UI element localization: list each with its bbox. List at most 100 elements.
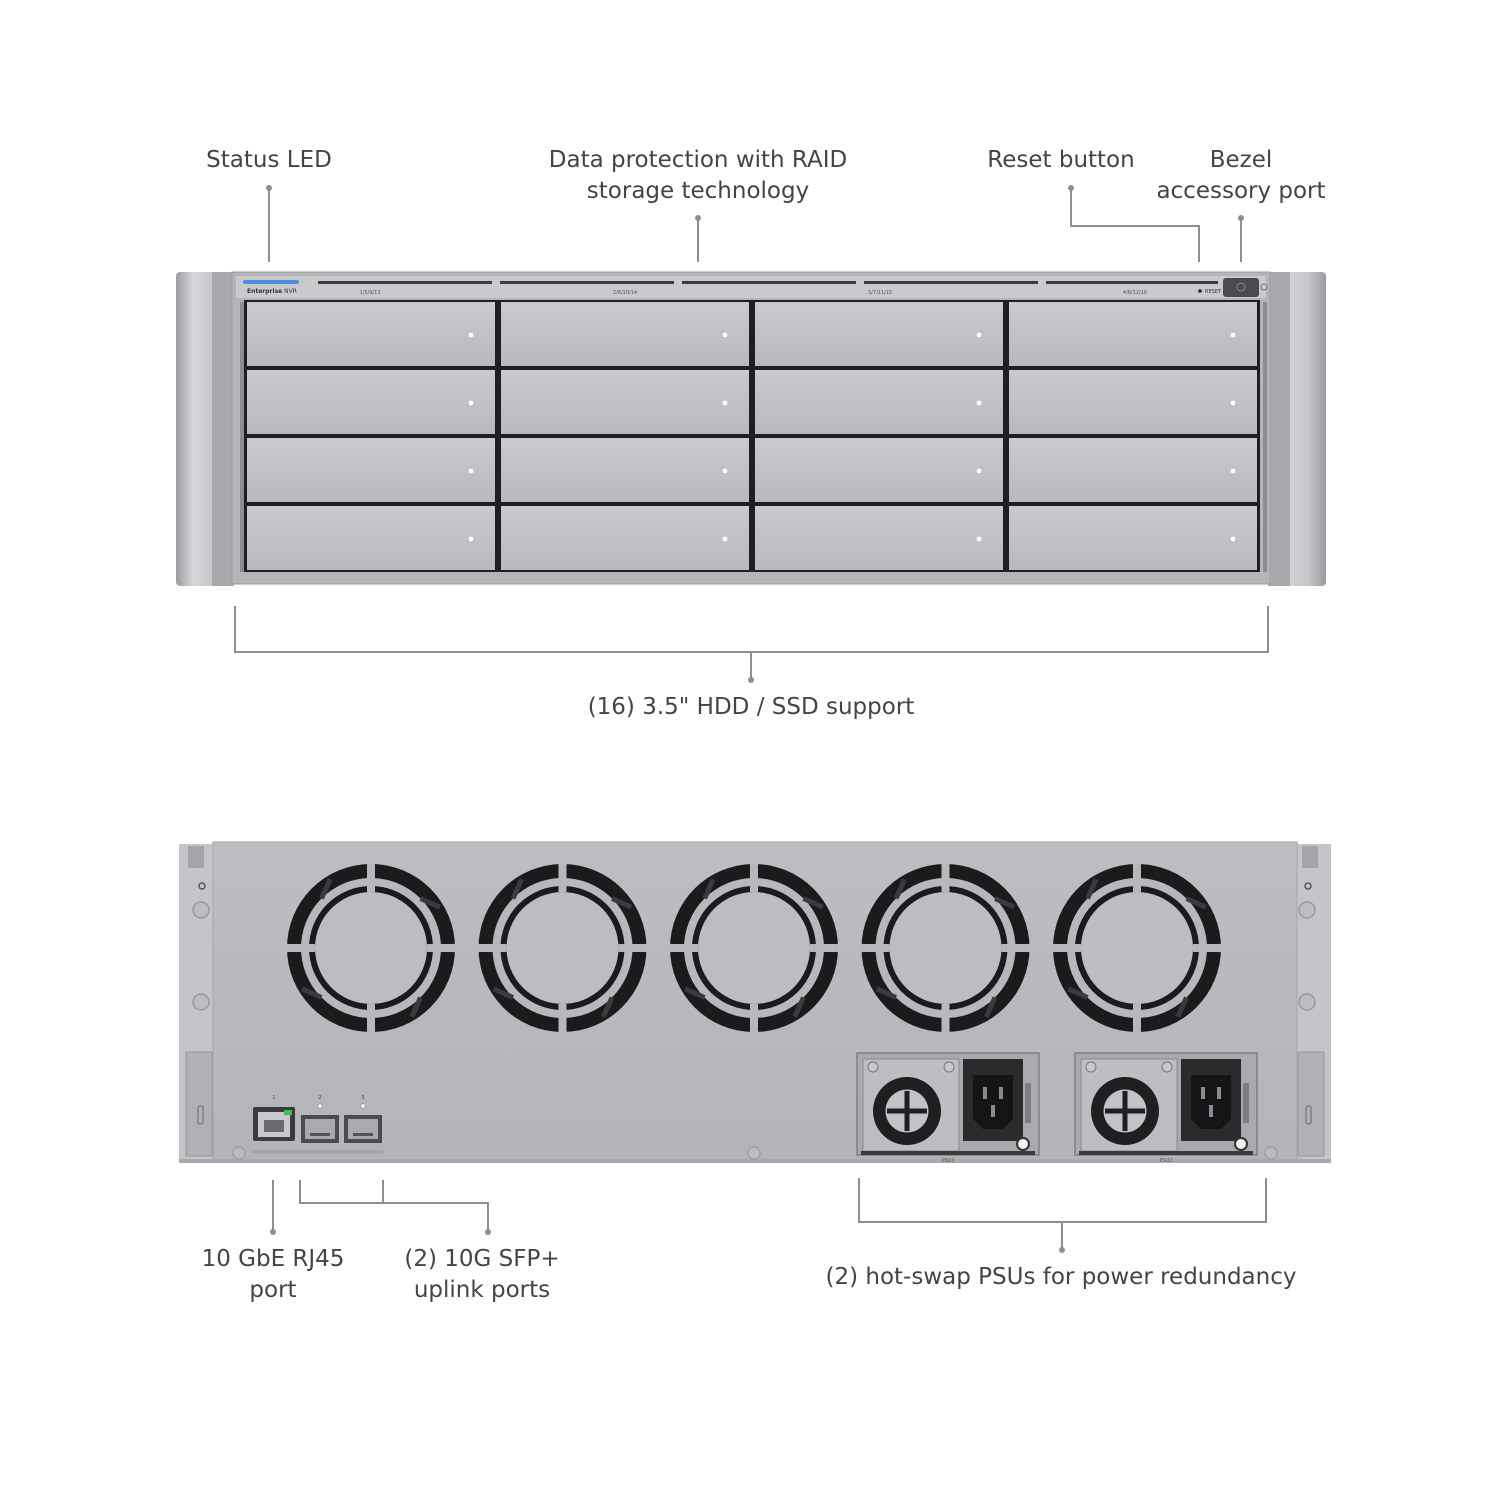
drive-tray-face <box>755 302 1003 366</box>
fan-3 <box>670 864 838 1032</box>
bezel-port-callout: Bezel accessory port <box>1141 145 1341 207</box>
rear-callout-dots <box>270 1229 1065 1253</box>
drive-led <box>722 468 728 474</box>
drive-bay-6[interactable] <box>501 370 749 434</box>
fan-5 <box>1053 864 1221 1032</box>
bay-group-label-3: 3/7/11/15 <box>868 290 892 296</box>
port-number-2: 2 <box>318 1095 321 1101</box>
status-led-label: Status LED <box>206 147 332 173</box>
psu-label-2: PSU2 <box>1159 1158 1172 1164</box>
rj45-callout: 10 GbE RJ45 port <box>173 1244 373 1306</box>
front-callout-dots <box>266 185 1244 683</box>
drive-tray-face <box>755 506 1003 570</box>
port-number-3: 3 <box>361 1095 364 1101</box>
fan-4 <box>861 864 1030 1032</box>
status-led-dot <box>266 185 272 191</box>
drive-bay-5[interactable] <box>247 370 495 434</box>
drive-tray-face <box>247 506 495 570</box>
psu-label-1: PSU1 <box>941 1158 954 1164</box>
drive-led <box>1230 400 1236 406</box>
front-panel: Enterprise NVR 1/5/9/13 2/6/10/14 3/7/11… <box>176 271 1326 586</box>
drive-bay-11[interactable] <box>755 438 1003 502</box>
reset-button-label: Reset button <box>987 147 1135 173</box>
drive-bracket <box>234 606 1269 653</box>
drive-bay-8[interactable] <box>1009 370 1257 434</box>
sfp-label-line1: (2) 10G SFP+ <box>404 1246 560 1272</box>
drive-led <box>1230 468 1236 474</box>
drive-bay-1[interactable] <box>247 302 495 366</box>
drive-tray-face <box>501 438 749 502</box>
fan-1 <box>287 864 455 1032</box>
reset-button[interactable] <box>1223 278 1259 297</box>
psu-callout: (2) hot-swap PSUs for power redundancy <box>811 1262 1311 1293</box>
fan-2 <box>478 864 647 1032</box>
drive-tray-face <box>501 302 749 366</box>
rj45-dot <box>270 1229 276 1235</box>
drive-tray-face <box>247 438 495 502</box>
drive-tray-face <box>247 302 495 366</box>
reset-button-callout: Reset button <box>961 145 1161 176</box>
psu-dot <box>1059 1247 1065 1253</box>
psu-label: (2) hot-swap PSUs for power redundancy <box>825 1264 1297 1290</box>
psu-2[interactable]: PSU2 <box>1074 1052 1258 1164</box>
drive-led <box>468 536 474 542</box>
psu-status-led <box>1234 1137 1248 1151</box>
bay-group-label-1: 1/5/9/13 <box>360 290 381 296</box>
drive-led <box>722 332 728 338</box>
drive-tray-face <box>1009 506 1257 570</box>
front-callout-lines <box>234 188 1269 680</box>
bay-group-label-4: 4/8/12/16 <box>1123 290 1147 296</box>
sfp-leader <box>383 1202 489 1232</box>
drive-bay-16[interactable] <box>1009 506 1257 570</box>
bezel-accessory-port[interactable] <box>1260 283 1268 291</box>
rj45-port[interactable] <box>253 1107 295 1141</box>
drive-led <box>976 536 982 542</box>
drive-led <box>468 468 474 474</box>
drive-tray-face <box>1009 370 1257 434</box>
raid-dot <box>695 215 701 221</box>
rear-callout-lines <box>272 1178 1267 1250</box>
rj45-label-line2: port <box>249 1277 297 1303</box>
drive-tray-face <box>755 370 1003 434</box>
drive-bay-10[interactable] <box>501 438 749 502</box>
drive-bay-3[interactable] <box>755 302 1003 366</box>
reset-label: RESET <box>1205 289 1222 295</box>
drive-led <box>976 332 982 338</box>
drive-bay-9[interactable] <box>247 438 495 502</box>
drive-led <box>1230 332 1236 338</box>
rj45-label-line1: 10 GbE RJ45 <box>201 1246 345 1272</box>
sfp-port-2[interactable] <box>344 1115 382 1143</box>
psu-bracket <box>858 1178 1267 1223</box>
link-led <box>284 1110 292 1115</box>
drive-tray-face <box>1009 438 1257 502</box>
status-led-callout: Status LED <box>169 145 369 176</box>
reset-dot <box>1068 185 1074 191</box>
raid-label-line2: storage technology <box>586 178 810 204</box>
drive-tray-face <box>1009 302 1257 366</box>
drive-dot <box>748 677 754 683</box>
drive-tray-face <box>247 370 495 434</box>
bezel-label-line2: accessory port <box>1156 178 1326 204</box>
raid-callout: Data protection with RAID storage techno… <box>498 145 898 207</box>
drive-bay-4[interactable] <box>1009 302 1257 366</box>
drive-bay-7[interactable] <box>755 370 1003 434</box>
psu-1[interactable]: PSU1 <box>856 1052 1040 1164</box>
drive-bay-12[interactable] <box>1009 438 1257 502</box>
drive-led <box>722 536 728 542</box>
drive-bay-2[interactable] <box>501 302 749 366</box>
drive-tray-face <box>501 506 749 570</box>
sfp-callout: (2) 10G SFP+ uplink ports <box>382 1244 582 1306</box>
drive-bay-15[interactable] <box>755 506 1003 570</box>
drive-led <box>976 400 982 406</box>
psu-status-led <box>1016 1137 1030 1151</box>
sfp-label-line2: uplink ports <box>413 1277 551 1303</box>
fan-row <box>287 864 1221 1032</box>
drive-bay-14[interactable] <box>501 506 749 570</box>
brand-label: Enterprise NVR <box>247 288 297 295</box>
bezel-dot <box>1238 215 1244 221</box>
sfp-port-1[interactable] <box>301 1115 339 1143</box>
reset-leader <box>1070 188 1200 262</box>
drive-bay-13[interactable] <box>247 506 495 570</box>
